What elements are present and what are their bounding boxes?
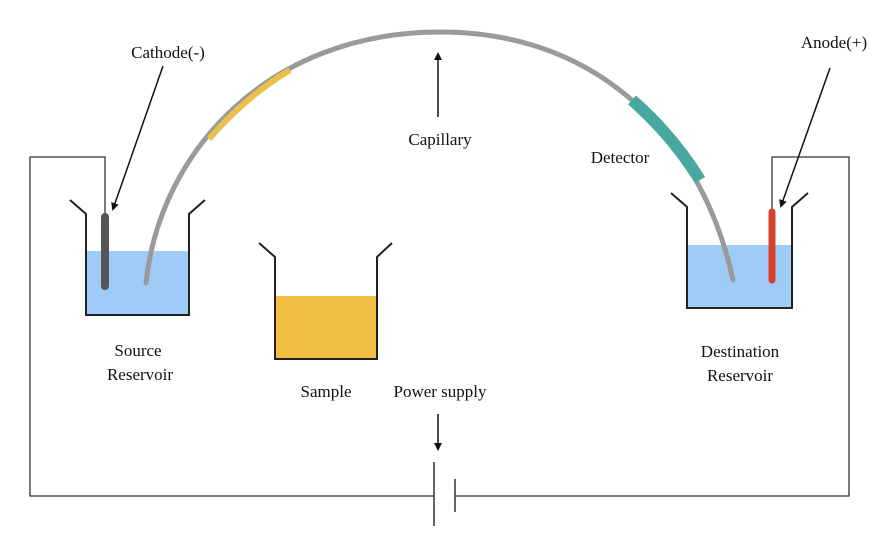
destination-beaker-outline xyxy=(670,192,809,309)
destination-reservoir-label-line2: Reservoir xyxy=(707,366,773,385)
anode-arrow xyxy=(779,67,831,208)
detector-label: Detector xyxy=(591,148,650,167)
source-beaker-outline xyxy=(69,199,206,316)
source-reservoir-label-line1: Source xyxy=(114,341,161,360)
destination-reservoir-label-line1: Destination xyxy=(701,342,780,361)
detector-segment xyxy=(628,95,706,184)
battery-symbol xyxy=(433,462,456,526)
sample-label: Sample xyxy=(301,382,352,401)
source-reservoir-label-line2: Reservoir xyxy=(107,365,173,384)
destination-buffer xyxy=(688,245,791,308)
anode-label: Anode(+) xyxy=(801,33,867,52)
circuit-wire xyxy=(29,156,850,497)
sample-beaker-outline xyxy=(258,242,393,360)
capillary-sample-zone xyxy=(206,67,292,141)
power-supply-label: Power supply xyxy=(393,382,487,401)
sample-liquid xyxy=(276,296,377,359)
sample-vial xyxy=(258,242,393,360)
cathode-label: Cathode(-) xyxy=(131,43,205,62)
cathode-arrow xyxy=(111,65,164,211)
destination-reservoir xyxy=(670,192,809,309)
capillary-label: Capillary xyxy=(408,130,472,149)
source-reservoir xyxy=(69,199,206,316)
